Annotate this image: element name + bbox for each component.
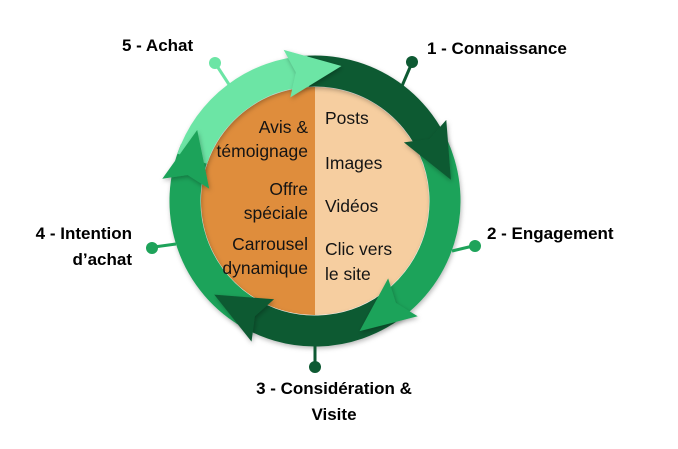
ring-arc-segment-achat [177, 55, 310, 165]
arrow-heads [162, 49, 451, 342]
connector-stem-achat [215, 65, 232, 87]
arrow-head-dark-bottom-left [214, 294, 275, 342]
stage-label-connaissance: 1 - Connaissance [427, 36, 567, 62]
stage-label-consideration-line1: 3 - Considération & [256, 379, 412, 398]
stage-label-intention-line1: 4 - Intention [35, 224, 132, 243]
inner-left-item-avis-line2: témoignage [216, 141, 308, 161]
stage-label-engagement-text: 2 - Engagement [487, 224, 614, 243]
inner-right-item-posts: Posts [325, 106, 455, 131]
arrow-head-mint-top [283, 49, 342, 98]
inner-right-item-clic: Clic vers le site [325, 237, 455, 287]
connector-dot-connaissance [406, 56, 418, 68]
arrow-head-medium-bottom-right [359, 278, 418, 332]
stage-label-connaissance-text: 1 - Connaissance [427, 39, 567, 58]
arrow-head-medium-left [162, 129, 210, 189]
inner-right-item-images: Images [325, 151, 455, 176]
inner-left-item-offre: Offre spéciale [168, 177, 308, 225]
inner-left-item-carrousel: Carrousel dynamique [168, 232, 308, 280]
inner-left-item-offre-line1: Offre [269, 179, 308, 199]
stage-label-consideration-line2: Visite [311, 405, 357, 424]
stage-label-achat: 5 - Achat [122, 33, 193, 59]
inner-right-item-videos: Vidéos [325, 194, 455, 219]
inner-left-item-carrousel-line1: Carrousel [232, 234, 308, 254]
connector-dot-consideration [309, 361, 321, 373]
inner-left-item-avis: Avis & témoignage [168, 115, 308, 163]
connector-stem-connaissance [400, 64, 413, 87]
inner-circle [201, 87, 429, 315]
arrow-head-dark-right [403, 119, 451, 180]
inner-right-item-clic-line2: le site [325, 264, 371, 284]
stage-label-intention: 4 - Intention d’achat [11, 221, 132, 273]
connector-dot-intention [146, 242, 158, 254]
inner-circle-right-half [315, 87, 429, 315]
inner-left-item-avis-line1: Avis & [258, 117, 308, 137]
inner-left-item-offre-line2: spéciale [243, 203, 308, 223]
stage-label-engagement: 2 - Engagement [487, 221, 614, 247]
inner-right-item-images-line1: Images [325, 153, 383, 173]
inner-circle-left-half [201, 87, 315, 315]
inner-right-item-posts-line1: Posts [325, 108, 369, 128]
inner-right-item-videos-line1: Vidéos [325, 196, 379, 216]
connectors [146, 56, 481, 373]
stage-label-achat-text: 5 - Achat [122, 36, 194, 55]
connector-dot-achat [209, 57, 221, 69]
connector-dot-engagement [469, 240, 481, 252]
stage-label-consideration: 3 - Considération & Visite [234, 376, 434, 428]
inner-right-item-clic-line1: Clic vers [325, 239, 393, 259]
stage-label-intention-line2: d’achat [72, 250, 132, 269]
inner-left-item-carrousel-line2: dynamique [222, 258, 308, 278]
